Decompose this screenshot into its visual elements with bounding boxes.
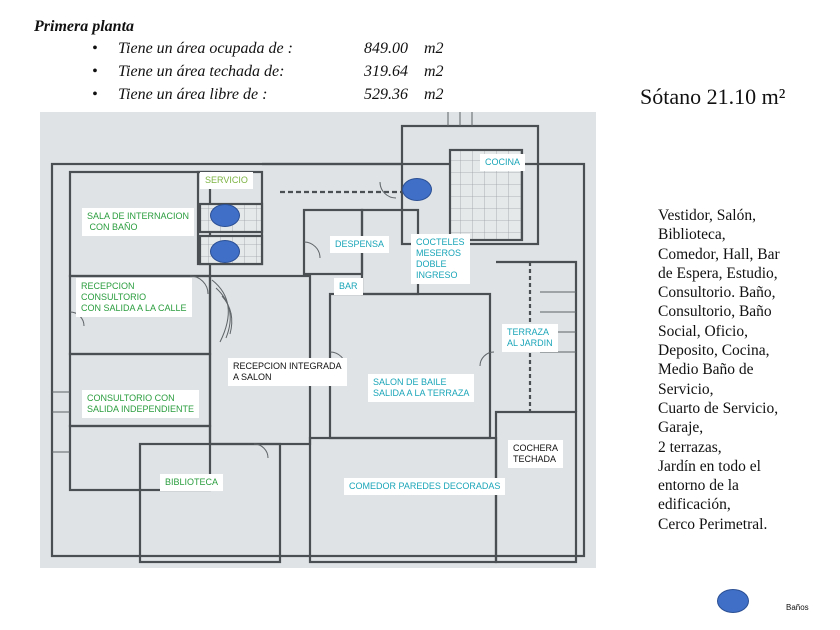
bullet-icon: • [92,86,98,103]
page-title: Primera planta [34,18,135,35]
room-label-terraza-jardin: TERRAZA AL JARDIN [502,324,558,352]
room-label-cocteles: COCTELES MESEROS DOBLE INGRESO [411,234,470,284]
legend-label: Baños [786,603,809,612]
bathroom-marker [210,204,240,227]
feature-line: Consultorio. Baño, [658,284,776,302]
features-list: Vestidor, Salón, Biblioteca, Comedor, Ha… [658,206,826,534]
room-label-cochera: COCHERA TECHADA [508,440,564,468]
room-label-sala-internacion: SALA DE INTERNACION CON BAÑO [82,208,195,236]
bathroom-marker [402,178,432,201]
room-label-recepcion-integrada: RECEPCION INTEGRADA A SALON [228,358,347,386]
area-unit: m2 [424,40,444,57]
room-label-servicio: SERVICIO [200,172,253,189]
feature-line: Biblioteca, [658,226,726,244]
feature-line: Social, Oficio, [658,322,748,340]
area-value: 319.64 [364,63,408,80]
room-label-recepcion-consultorio: RECEPCION CONSULTORIO CON SALIDA A LA CA… [76,278,192,317]
room-label-despensa: DESPENSA [330,236,390,253]
feature-line: Medio Baño de [658,361,754,379]
feature-line: de Espera, Estudio, [658,264,778,282]
legend-bath-marker [717,589,749,613]
area-label: Tiene un área libre de : [118,86,268,103]
area-label: Tiene un área techada de: [118,63,285,80]
feature-line: Vestidor, Salón, [658,207,756,224]
feature-line: Cuarto de Servicio, [658,399,779,417]
basement-area: Sótano 21.10 m² [640,84,786,109]
room-label-cocina: COCINA [480,154,526,171]
area-label: Tiene un área ocupada de : [118,40,293,57]
area-unit: m2 [424,86,444,103]
bullet-icon: • [92,63,98,80]
feature-line: Servicio, [658,380,714,398]
room-label-comedor: COMEDOR PAREDES DECORADAS [344,478,506,495]
feature-line: Jardín en todo el [658,457,761,475]
feature-line: edificación, [658,496,731,514]
feature-line: entorno de la [658,477,739,495]
bathroom-marker [210,240,240,263]
area-unit: m2 [424,63,444,80]
feature-line: Deposito, Cocina, [658,342,770,360]
room-label-bar: BAR [334,278,363,295]
feature-line: Garaje, [658,419,704,437]
floor-plan-walls [50,112,586,564]
feature-line: Consultorio, Baño [658,303,772,321]
room-label-consultorio-independiente: CONSULTORIO CON SALIDA INDEPENDIENTE [82,390,200,418]
room-label-salon-baile: SALON DE BAILE SALIDA A LA TERRAZA [368,374,475,402]
feature-line: Comedor, Hall, Bar [658,245,780,263]
area-value: 849.00 [364,40,408,57]
bullet-icon: • [92,40,98,57]
area-value: 529.36 [364,86,408,103]
feature-line: Cerco Perimetral. [658,515,768,533]
room-label-biblioteca: BIBLIOTECA [160,474,224,491]
feature-line: 2 terrazas, [658,438,722,456]
floor-plan: SERVICIO COCINA SALA DE INTERNACION CON … [40,112,596,568]
